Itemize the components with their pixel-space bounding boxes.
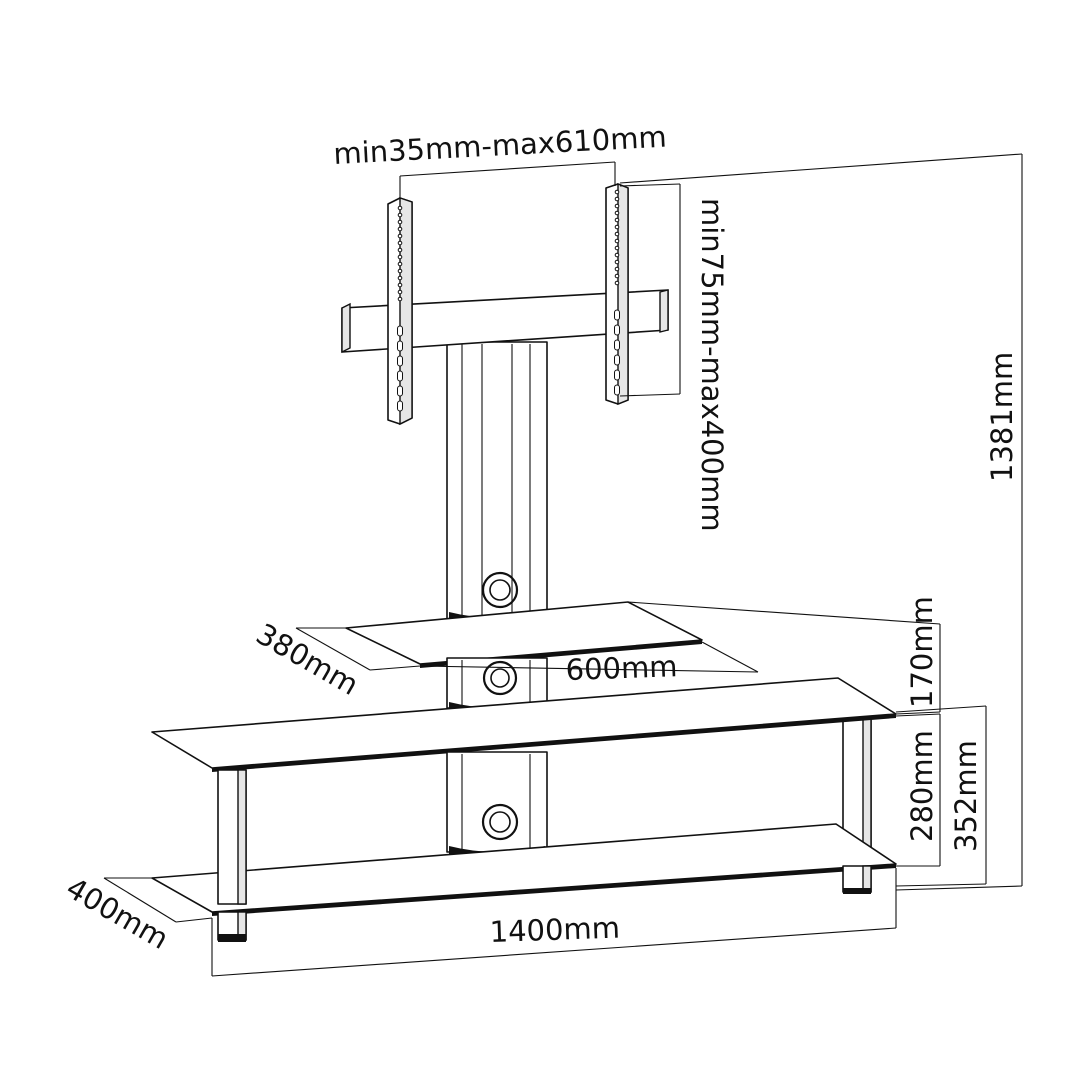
bottom-glass-shelf [151,823,897,916]
bracket-hole [397,219,403,225]
bracket-hole [397,289,403,295]
bracket-slot [397,355,403,367]
bracket-width-label: min35mm-max610mm [333,120,668,171]
lower-gap-label: 280mm [905,730,939,842]
bracket-hole [614,231,620,237]
leg-front-left [217,769,247,942]
bracket-hole [614,210,620,216]
bracket-hole [397,233,403,239]
bracket-hole [397,296,403,302]
vesa-arm-right [605,182,629,406]
column-lower [446,751,548,860]
bracket-slot [614,369,620,381]
bracket-hole [397,247,403,253]
bracket-hole [614,196,620,202]
bracket-hole [614,224,620,230]
bracket-hole [614,259,620,265]
middle-gap-label: 170mm [905,596,939,708]
bracket-hole [614,203,620,209]
bracket-height-label: min75mm-max400mm [695,198,729,532]
bracket-slot [397,385,403,397]
bracket-slot [614,309,620,321]
base-depth-label: 400mm [61,871,175,956]
bracket-hole [614,252,620,258]
bracket-hole [614,273,620,279]
bracket-slot [614,384,620,396]
bracket-slot [614,354,620,366]
mounting-bar [341,289,669,354]
bracket-hole [614,245,620,251]
bracket-slot [397,370,403,382]
bracket-slot [397,400,403,412]
bracket-hole [397,226,403,232]
foot-back-right [842,865,872,894]
bracket-hole [614,280,620,286]
dimension-lines [103,153,1023,977]
bracket-hole [614,266,620,272]
bracket-hole [397,282,403,288]
bracket-hole [614,189,620,195]
bracket-hole [614,238,620,244]
bracket-hole [397,275,403,281]
top-shelf-width-label: 600mm [565,649,678,687]
main-column [446,341,548,626]
bracket-hole [397,212,403,218]
bracket-slot [397,340,403,352]
vesa-arm-left [387,197,413,426]
bracket-slot [614,324,620,336]
bracket-hole [397,254,403,260]
bracket-hole [397,268,403,274]
bracket-hole [397,205,403,211]
bracket-hole [397,261,403,267]
bracket-hole [397,240,403,246]
main-shelf-height-label: 352mm [949,740,983,852]
base-width-label: 1400mm [489,910,620,949]
bracket-hole [614,217,620,223]
bracket-slot [397,325,403,337]
total-height-label: 1381mm [985,352,1019,482]
bracket-slot [614,339,620,351]
